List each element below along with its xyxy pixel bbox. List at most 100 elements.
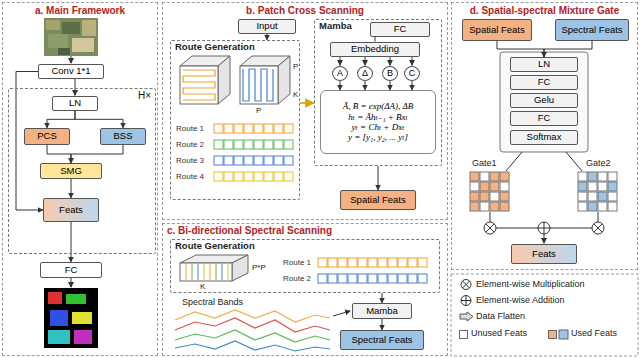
gate-line [496,228,538,229]
group-title: d. Spatial-spectral Mixture Gate [470,5,620,17]
gate-cell [588,192,597,201]
node-text: FC [394,24,407,35]
feature-cell [234,140,243,149]
symbol-stroke [486,224,494,232]
feature-box: Spectral Feats [340,330,424,350]
feature-cell [368,274,377,283]
spectral-curve [175,341,330,351]
parameter-circle: A [332,66,348,81]
gate-cell [480,172,489,181]
cube-face [180,66,218,104]
gate-line [598,212,599,222]
symbol-stroke [594,224,602,232]
node-text: Softmax [527,132,562,143]
feature-cell [318,258,327,267]
gate-cell [578,192,587,201]
symbol-stroke [463,281,470,288]
connector [71,222,72,262]
process-box: Mamba [352,303,412,319]
node-text: BSS [113,131,132,142]
band-line [198,264,199,280]
flow-arrow [71,278,72,287]
panel: b. Patch Cross ScanningInputRoute Genera… [162,2,448,220]
node-text: B [387,68,393,78]
axis-label: Spectral Bands [182,297,243,307]
feature-cell [418,274,427,283]
gate-cell [578,182,587,191]
group-title: a. Main Framework [35,5,125,17]
process-box: FC [40,262,102,278]
legend-text: Used Feats [571,328,617,338]
class-patch [48,292,62,304]
class-patch [74,330,92,344]
gate-cell [490,202,499,211]
node-text: A [337,68,343,78]
gate-cell [588,182,597,191]
node-text: Input [256,21,277,32]
connector [390,57,391,66]
legend-text: Element-wise Addition [476,295,565,305]
feature-cell [244,140,253,149]
node-text: Conv 1*1 [51,66,90,77]
node-text: Ā, B̄ = exp(ΔA), ΔB [343,101,414,111]
band-line [204,264,205,280]
legend-swatch [548,330,557,339]
mamba-group: MambaFCEmbeddingAΔBCĀ, B̄ = exp(ΔA), ΔBh… [314,19,442,166]
feature-cell [274,140,283,149]
node-text: Route Generation [175,42,255,53]
dimension-label: K [200,282,205,291]
module-box: SMG [40,163,102,179]
feature-cell [244,172,253,181]
repeat-group: H×LNPCSBSSSMGFeats [8,88,156,254]
spectral-curves [175,310,330,351]
legend-add [461,296,471,306]
legend-swatch-blue [559,330,568,339]
gate-cell [598,182,607,191]
feature-cell [264,172,273,181]
feature-box: Spatial Feats [340,190,416,210]
scan-route [243,69,273,101]
process-box: LN [510,57,578,72]
class-patch [72,312,92,324]
node-text: Embedding [351,44,399,55]
connector [378,166,379,190]
cube-face [240,66,278,104]
class-patch [50,310,68,326]
feature-cell [214,156,223,165]
parameter-circle: C [404,66,420,81]
feature-cell [214,124,223,133]
field [62,22,80,34]
patch-cube [180,56,230,104]
feature-cell [274,172,283,181]
slab-face [180,263,232,281]
band-line [210,264,211,280]
feature-cell [284,172,293,181]
feature-cell [234,124,243,133]
feature-cell [338,274,347,283]
feature-box: Feats [43,198,99,222]
map-ground [44,288,98,348]
panel: a. Main FrameworkConv 1*1H×LNPCSBSSSMGFe… [2,2,158,356]
gate-cell [480,202,489,211]
connector [390,81,391,91]
group-title: Mamba [319,21,352,32]
feature-cell [388,274,397,283]
gate-cell [500,192,509,201]
connector [47,145,71,163]
legend-frame [451,274,638,356]
node-text: Mamba [366,306,398,317]
feature-cell [224,172,233,181]
feature-cell [338,258,347,267]
field [46,20,60,30]
feature-cell [254,156,263,165]
slab-face [232,255,248,281]
gate-cell [470,202,479,211]
symbol-stroke [486,224,494,232]
band-line [186,264,187,280]
gate-cell [608,172,617,181]
gate-cell [470,192,479,201]
connector [544,41,592,57]
connector [412,57,413,66]
gate-block [500,52,588,152]
connector [75,111,123,129]
